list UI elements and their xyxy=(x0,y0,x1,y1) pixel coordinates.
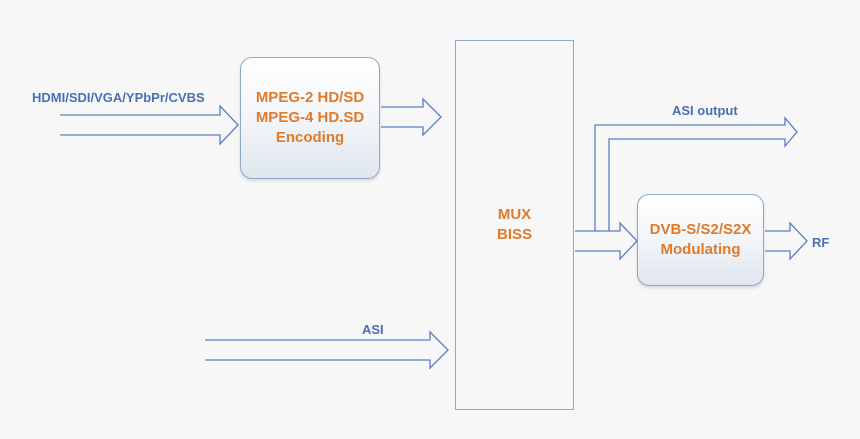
asi-input-label: ASI xyxy=(362,322,384,337)
rf-label: RF xyxy=(812,235,830,250)
modulator-line-2: Modulating xyxy=(660,241,741,258)
asi-output-label: ASI output xyxy=(672,103,738,118)
asi-input-arrow xyxy=(205,330,449,370)
asi-output-arrow xyxy=(594,116,798,231)
mux-line-1: MUX xyxy=(497,205,532,223)
encoder-to-mux-arrow xyxy=(381,97,442,137)
encoder-block: MPEG-2 HD/SD MPEG-4 HD.SD Encoding xyxy=(240,57,380,179)
mux-line-2: BISS xyxy=(496,226,532,243)
mux-block: MUX BISS xyxy=(455,40,574,410)
encoder-line-1: MPEG-2 HD/SD xyxy=(255,88,365,106)
mux-to-modulator-arrow xyxy=(575,221,638,261)
encoder-line-2: MPEG-4 HD.SD xyxy=(255,108,365,126)
rf-output-arrow xyxy=(765,221,808,261)
input-arrow xyxy=(60,104,239,146)
input-sources-label: HDMI/SDI/VGA/YPbPr/CVBS xyxy=(32,90,205,105)
modulator-block: DVB-S/S2/S2X Modulating xyxy=(637,194,764,286)
encoder-line-3: Encoding xyxy=(275,129,345,147)
modulator-line-1: DVB-S/S2/S2X xyxy=(649,220,752,238)
